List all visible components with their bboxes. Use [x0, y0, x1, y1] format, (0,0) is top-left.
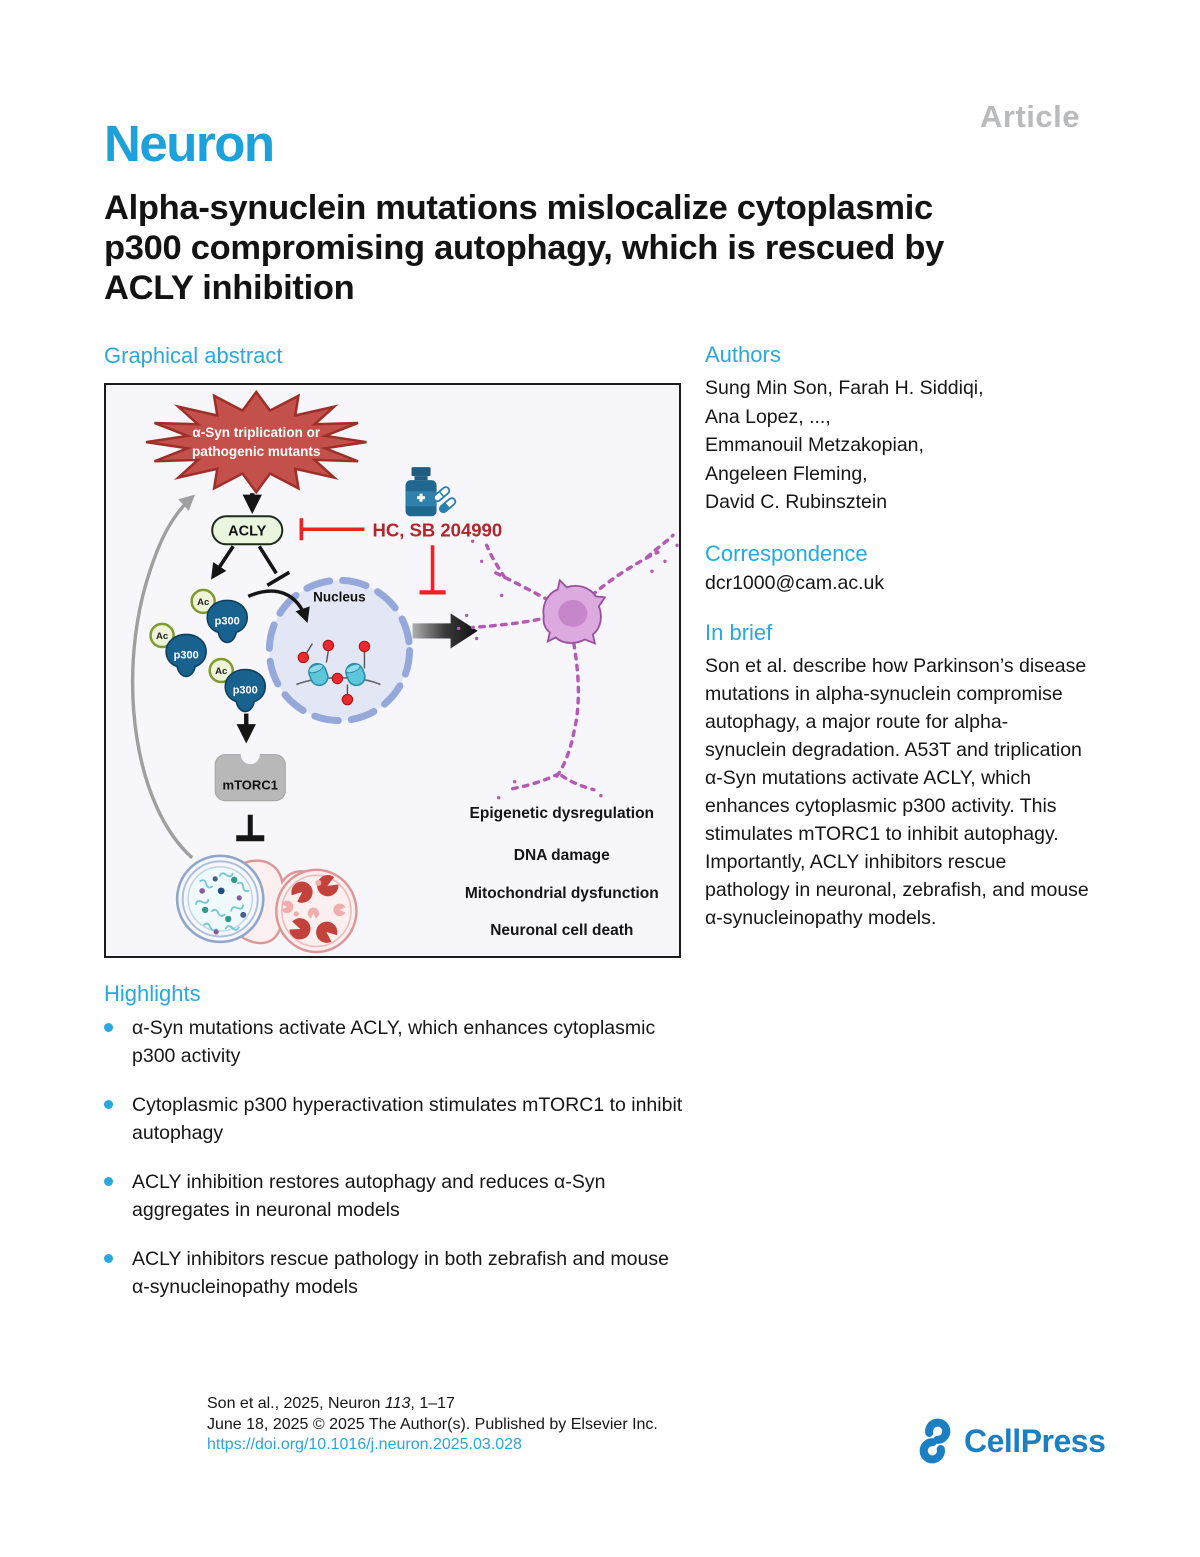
mtorc1-label: mTORC1 [223, 778, 278, 793]
p300-label: p300 [174, 649, 199, 661]
highlight-item: ACLY inhibition restores autophagy and r… [104, 1168, 724, 1224]
title-line-1: Alpha-synuclein mutations mislocalize cy… [104, 189, 933, 227]
p300-complex: Ac p300 [149, 622, 207, 678]
correspondence-heading: Correspondence [705, 541, 868, 566]
p300-complex: Ac p300 [190, 588, 248, 644]
authors-list: Sung Min Son, Farah H. Siddiqi, Ana Lope… [705, 374, 984, 517]
starburst-label-line1: α-Syn triplication or [192, 425, 320, 440]
outcome-label: Epigenetic dysregulation [470, 805, 655, 822]
autophagosome [175, 854, 265, 944]
arrow-to-neuron [412, 613, 478, 649]
ac-label: Ac [197, 597, 209, 608]
publication-date-line: June 18, 2025 © 2025 The Author(s). Publ… [207, 1415, 658, 1433]
outcome-label: Neuronal cell death [490, 922, 633, 939]
bullet-icon [104, 1254, 113, 1263]
p300-label: p300 [215, 615, 240, 627]
drug-label: HC, SB 204990 [372, 519, 502, 540]
authors-heading: Authors [705, 342, 781, 367]
cellpress-logo-text: CellPress [964, 1422, 1106, 1459]
nucleus-label: Nucleus [313, 589, 366, 604]
bullet-icon [104, 1100, 113, 1109]
highlights-list: α-Syn mutations activate ACLY, which enh… [104, 1014, 724, 1322]
lysosome [238, 859, 358, 954]
medicine-bottle-icon [405, 467, 457, 517]
graphical-abstract-heading: Graphical abstract [104, 343, 283, 368]
nucleosome [308, 662, 329, 687]
nucleosome [345, 662, 366, 687]
citation-volume: 113 [384, 1395, 411, 1412]
highlight-item: Cytoplasmic p300 hyperactivation stimula… [104, 1091, 724, 1147]
starburst-shape [145, 389, 367, 495]
graphical-abstract-figure: α-Syn triplication or pathogenic mutants… [104, 383, 681, 958]
feedback-arrow [130, 494, 196, 860]
autophagosome-cargo [194, 872, 250, 935]
cellpress-logo: CellPress [912, 1418, 1106, 1464]
author-line: David C. Rubinsztein [705, 491, 888, 513]
drug-inhibition-tbar [419, 545, 446, 595]
alpha-syn-starburst: α-Syn triplication or pathogenic mutants [145, 389, 367, 495]
bullet-icon [104, 1177, 113, 1186]
correspondence-email: dcr1000@cam.ac.uk [705, 572, 885, 594]
title-line-2: p300 compromising autophagy, which is re… [104, 229, 944, 267]
outcome-label: DNA damage [514, 847, 610, 864]
highlight-text: Cytoplasmic p300 hyperactivation stimula… [132, 1094, 683, 1144]
arrow-p300-to-nucleus [247, 589, 310, 623]
outcome-label: Mitochondrial dysfunction [465, 885, 659, 902]
acetylation-marks [297, 639, 371, 706]
highlight-text: α-Syn mutations activate ACLY, which enh… [132, 1017, 656, 1067]
p300-complex: Ac p300 [208, 657, 267, 713]
doi-link[interactable]: https://doi.org/10.1016/j.neuron.2025.03… [207, 1436, 522, 1453]
highlight-text: ACLY inhibitors rescue pathology in both… [132, 1248, 669, 1298]
page-title: Alpha-synuclein mutations mislocalize cy… [104, 188, 1104, 308]
citation-footer: Son et al., 2025, Neuron 113, 1–17 June … [207, 1394, 658, 1456]
author-line: Ana Lopez, ..., [705, 405, 831, 428]
journal-logo: Neuron [104, 115, 275, 172]
acly-inhibition-line [299, 518, 365, 541]
capsule-icons [432, 486, 457, 514]
neuron-nucleus [558, 599, 588, 627]
graphical-abstract-svg: α-Syn triplication or pathogenic mutants… [130, 389, 679, 954]
lysosomal-enzymes [281, 875, 346, 943]
in-brief-text: Son et al. describe how Parkinson’s dise… [705, 655, 1089, 929]
highlight-text: ACLY inhibition restores autophagy and r… [132, 1171, 606, 1221]
title-line-3: ACLY inhibition [104, 269, 355, 307]
in-brief-heading: In brief [705, 620, 773, 645]
author-line: Sung Min Son, Farah H. Siddiqi, [705, 377, 984, 399]
highlights-heading: Highlights [104, 981, 201, 1006]
highlight-item: ACLY inhibitors rescue pathology in both… [104, 1245, 724, 1301]
nucleus: Nucleus [265, 576, 414, 725]
author-line: Angeleen Fleming, [705, 462, 868, 485]
mtorc1-node: mTORC1 [214, 745, 286, 802]
outcome-labels: Epigenetic dysregulation DNA damage Mito… [465, 805, 659, 939]
starburst-label-line2: pathogenic mutants [192, 444, 320, 459]
article-type-label: Article [980, 99, 1080, 134]
acly-node: ACLY [211, 515, 284, 546]
cellpress-logo-icon [919, 1418, 951, 1464]
neurite-fragments [456, 539, 679, 800]
acly-label: ACLY [228, 523, 266, 539]
author-line: Emmanouil Metzakopian, [705, 434, 924, 456]
bullet-icon [104, 1023, 113, 1032]
citation-line: Son et al., 2025, Neuron 113, 1–17 [207, 1395, 455, 1412]
ac-label: Ac [215, 666, 227, 677]
p300-label: p300 [233, 685, 258, 697]
mtorc1-tbar [236, 814, 265, 842]
degenerating-neuron [456, 533, 679, 800]
highlight-item: α-Syn mutations activate ACLY, which enh… [104, 1014, 724, 1070]
ac-label: Ac [156, 631, 168, 642]
arrow-acly-to-p300 [210, 545, 235, 580]
acly-tbar-to-nucleus [257, 545, 291, 587]
